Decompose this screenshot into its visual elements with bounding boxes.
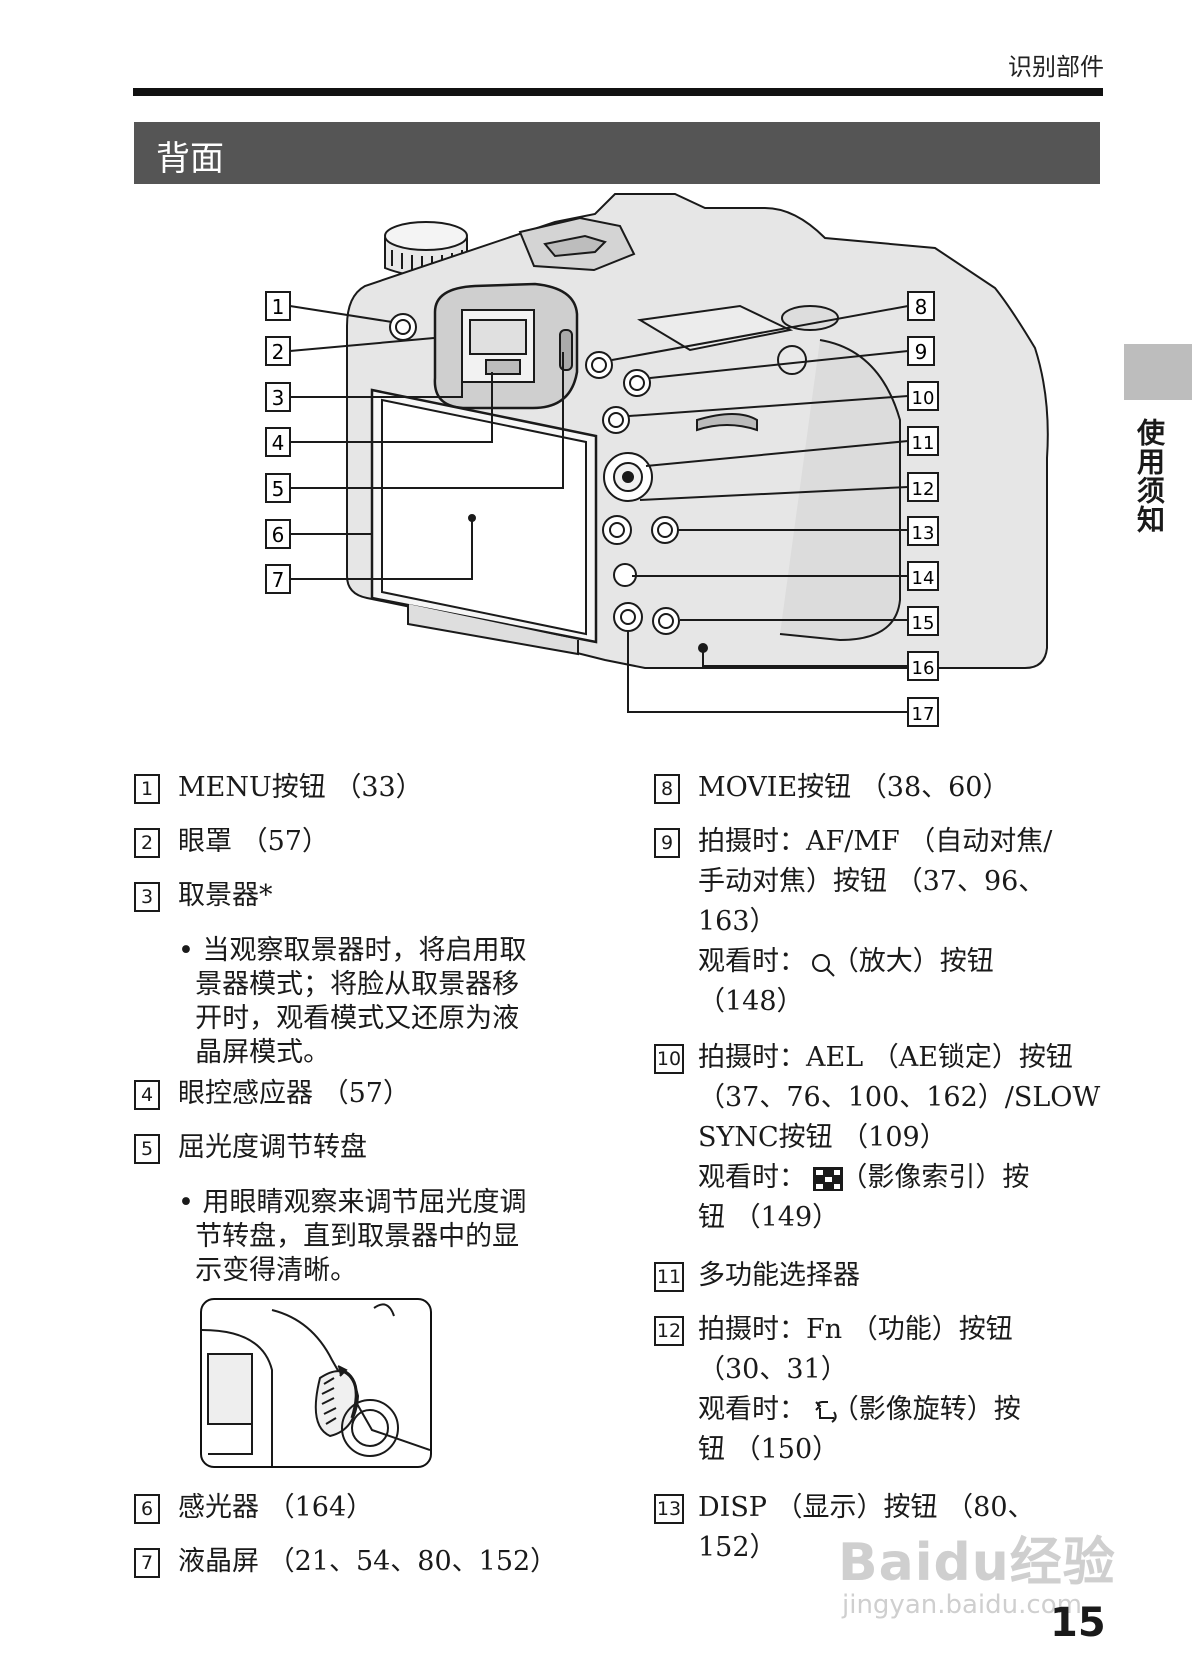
svg-text:4: 4: [272, 431, 285, 455]
callout-14: 14: [907, 561, 939, 591]
callout-16: 16: [907, 651, 939, 681]
watermark-url: jingyan.baidu.com: [842, 1590, 1082, 1620]
item-text: 观看时： （影像索引）按: [698, 1162, 1030, 1193]
item-text: 观看时： （放大）按钮: [698, 946, 994, 977]
side-tab-label: 使用须知: [1133, 418, 1166, 534]
item-text: 钮 （150）: [698, 1434, 840, 1465]
title-bar: 背面: [134, 122, 1100, 184]
item-text: SYNC按钮 （109）: [698, 1122, 947, 1153]
svg-text:8: 8: [915, 295, 928, 319]
item-number: 12: [654, 1316, 684, 1346]
callout-10: 10: [907, 381, 939, 411]
callout-17: 17: [907, 697, 939, 727]
item-text: （30、31）: [698, 1354, 848, 1385]
svg-text:15: 15: [912, 613, 935, 634]
callout-3: 3: [265, 382, 291, 412]
item-text: 取景器*: [178, 880, 273, 911]
item-text: 钮 （149）: [698, 1202, 840, 1233]
item-number: 6: [134, 1494, 160, 1524]
callout-1: 1: [265, 291, 291, 321]
magnify-icon: [812, 954, 835, 977]
diopter-inset-illustration: [200, 1298, 432, 1468]
item-text: 感光器 （164）: [178, 1492, 374, 1523]
page-number: 15: [1050, 1600, 1106, 1646]
diopter-dial-drawing: [202, 1303, 430, 1466]
image-index-icon: [813, 1167, 843, 1191]
svg-text:5: 5: [272, 477, 285, 501]
svg-text:14: 14: [912, 568, 935, 589]
item-text: 眼罩 （57）: [178, 826, 329, 857]
bullet-line: 晶屏模式。: [178, 1037, 331, 1068]
camera-back-diagram: 1 2 3 4 5 6 7 8 9 10 11 12 13 14 15 16 1…: [265, 193, 1049, 727]
item-text: MENU按钮 （33）: [178, 772, 423, 803]
rotate-icon: [815, 1401, 837, 1423]
svg-text:12: 12: [912, 479, 935, 500]
item-text: 152）: [698, 1532, 777, 1563]
side-tab-marker: [1124, 344, 1192, 400]
item-text: （37、76、100、162）/SLOW: [698, 1082, 1101, 1113]
svg-text:9: 9: [915, 340, 928, 364]
callout-2: 2: [265, 336, 291, 366]
bullet-line: 开时，观看模式又还原为液: [178, 1003, 520, 1034]
bullet-line: • 用眼睛观察来调节屈光度调: [178, 1187, 527, 1218]
callout-5: 5: [265, 473, 291, 503]
item-number: 8: [654, 774, 680, 804]
item-number: 4: [134, 1080, 160, 1110]
item-number: 5: [134, 1134, 160, 1164]
svg-text:13: 13: [912, 523, 935, 544]
svg-text:17: 17: [912, 704, 935, 725]
section-header: 识别部件: [1008, 53, 1104, 81]
callout-13: 13: [907, 516, 939, 546]
callout-15: 15: [907, 606, 939, 636]
svg-text:6: 6: [272, 523, 285, 547]
callout-7: 7: [265, 564, 291, 594]
bullet-line: 景器模式；将脸从取景器移: [178, 969, 520, 1000]
bullet-line: 节转盘，直到取景器中的显: [178, 1221, 520, 1252]
item-text: 多功能选择器: [698, 1260, 860, 1291]
header-rule: [133, 88, 1103, 96]
item-text: 拍摄时：AF/MF （自动对焦/: [698, 826, 1053, 857]
bullet-line: 示变得清晰。: [178, 1255, 358, 1286]
callout-11: 11: [907, 426, 939, 456]
callout-6: 6: [265, 519, 291, 549]
item-text: DISP （显示）按钮 （80、: [698, 1492, 1035, 1523]
item-text: 观看时： （影像旋转）按: [698, 1394, 1021, 1425]
item-text: 拍摄时：Fn （功能）按钮: [698, 1314, 1013, 1345]
item-text: 眼控感应器 （57）: [178, 1078, 410, 1109]
item-number: 3: [134, 882, 160, 912]
item-text: 163）: [698, 906, 777, 937]
svg-text:16: 16: [912, 658, 935, 679]
item-text: MOVIE按钮 （38、60）: [698, 772, 1010, 803]
bullet-line: • 当观察取景器时，将启用取: [178, 935, 527, 966]
item-number: 2: [134, 828, 160, 858]
item-text: 拍摄时：AEL （AE锁定）按钮: [698, 1042, 1073, 1073]
callout-9: 9: [907, 336, 935, 366]
item-text: 手动对焦）按钮 （37、96、: [698, 866, 1046, 897]
item-number: 1: [134, 774, 160, 804]
callout-8: 8: [907, 291, 935, 321]
svg-text:7: 7: [272, 568, 285, 592]
svg-text:2: 2: [272, 340, 285, 364]
item-number: 13: [654, 1494, 684, 1524]
baidu-watermark: Baidu经验: [838, 1533, 1116, 1593]
callout-4: 4: [265, 427, 291, 457]
svg-text:10: 10: [912, 388, 935, 409]
callout-12: 12: [907, 472, 939, 502]
page-title: 背面: [156, 139, 224, 179]
item-text: 液晶屏 （21、54、80、152）: [178, 1546, 558, 1577]
item-number: 10: [654, 1044, 684, 1074]
item-number: 9: [654, 828, 680, 858]
item-text: （148）: [698, 986, 804, 1017]
svg-text:11: 11: [912, 433, 935, 454]
item-number: 7: [134, 1548, 160, 1578]
svg-text:1: 1: [272, 295, 285, 319]
item-number: 11: [654, 1262, 684, 1292]
item-text: 屈光度调节转盘: [178, 1132, 367, 1163]
svg-text:3: 3: [272, 386, 285, 410]
